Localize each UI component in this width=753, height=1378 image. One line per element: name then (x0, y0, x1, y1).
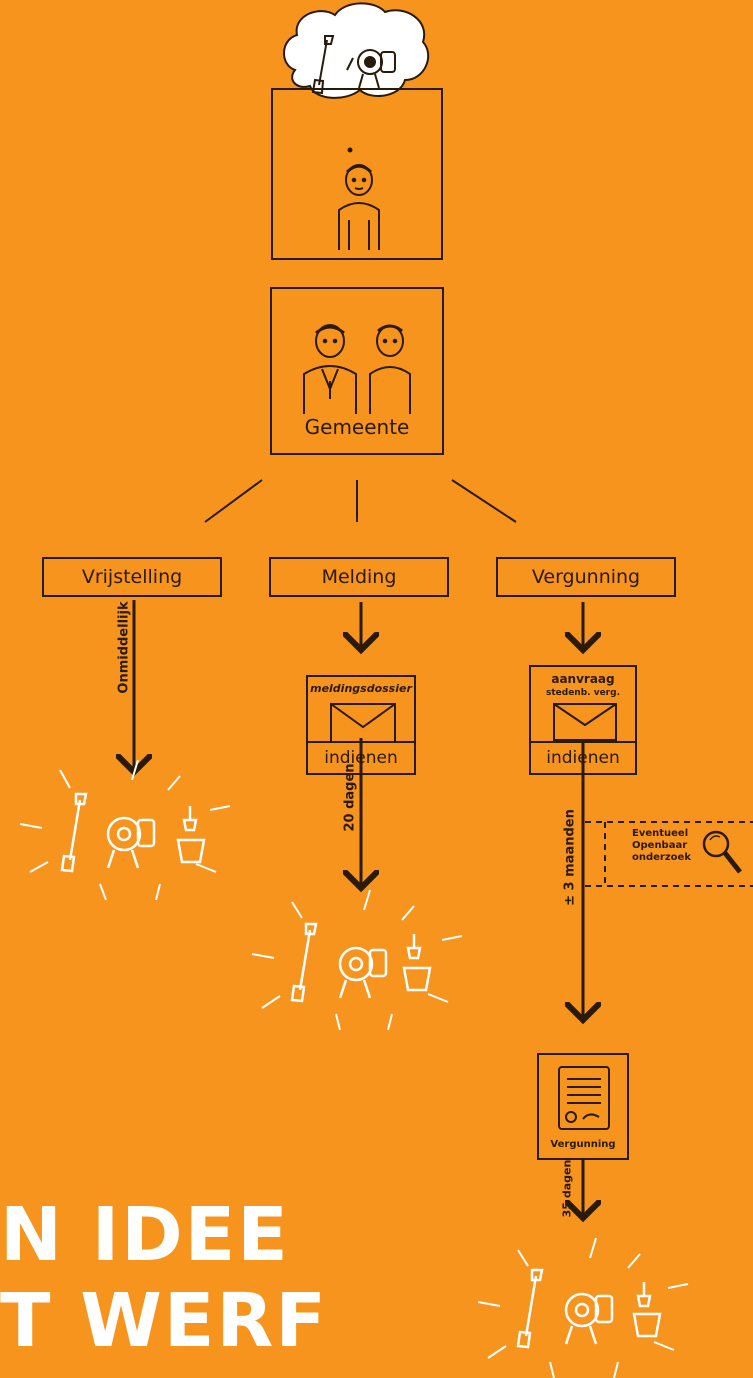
permit-caption: Vergunning (550, 1139, 616, 1150)
cement-mixer-icon (346, 49, 396, 89)
trowel-bucket-icon (632, 1282, 662, 1338)
magnifier-icon (702, 830, 742, 874)
shovel-icon (60, 792, 88, 873)
municipality-card: Gemeente (270, 287, 444, 455)
inquiry-note-line-2: Openbaar (632, 840, 688, 851)
vergunning-form-caption-2: stedenb. verg. (546, 688, 620, 698)
vergunning-form-caption-1: aanvraag (551, 672, 615, 686)
melding-submit-label: indienen (308, 741, 414, 773)
vergunning-submit-label: indienen (531, 741, 635, 773)
trowel-bucket-icon (402, 934, 432, 992)
vrijstelling-label: Vrijstelling (42, 557, 222, 597)
shovel-icon (290, 922, 318, 1003)
inquiry-note-line-1: Eventueel (632, 828, 689, 839)
public-inquiry-note: Eventueel Openbaar onderzoek (632, 828, 694, 864)
shovel-icon (516, 1268, 544, 1349)
person-icon (338, 164, 380, 250)
melding-label: Melding (269, 557, 449, 597)
permit-document-icon (558, 1066, 610, 1130)
duration-vrijstelling: Onmiddellijk (116, 601, 132, 694)
title-line-1: N IDEE (0, 1192, 290, 1278)
thought-bubble (283, 2, 430, 99)
construction-burst-melding (251, 889, 463, 1031)
inquiry-dashed-line (585, 821, 753, 887)
envelope-icon (553, 703, 617, 741)
melding-form-caption: meldingsdossier (310, 682, 412, 695)
cement-mixer-icon (338, 946, 388, 999)
melding-form-card: meldingsdossier indienen (306, 675, 416, 775)
inquiry-note-line-3: onderzoek (632, 852, 691, 863)
vergunning-form-card: aanvraag stedenb. verg. indienen (529, 665, 637, 775)
construction-burst-vrijstelling (19, 759, 231, 901)
thought-dot (347, 147, 353, 153)
branch-line-right (451, 479, 517, 523)
duration-vergunning: ± 3 maanden (562, 809, 578, 906)
envelope-icon (330, 703, 396, 743)
vergunning-label: Vergunning (496, 557, 676, 597)
construction-burst-vergunning (477, 1237, 689, 1378)
officials-icon (303, 324, 411, 414)
branch-line-left (204, 479, 263, 523)
municipality-label: Gemeente (304, 415, 410, 439)
applicant-card (271, 88, 443, 260)
title-line-2: T WERF (0, 1278, 328, 1364)
permit-card: Vergunning (537, 1053, 629, 1160)
trowel-bucket-icon (176, 806, 206, 864)
cement-mixer-icon (106, 816, 156, 869)
cement-mixer-icon (564, 1292, 614, 1345)
